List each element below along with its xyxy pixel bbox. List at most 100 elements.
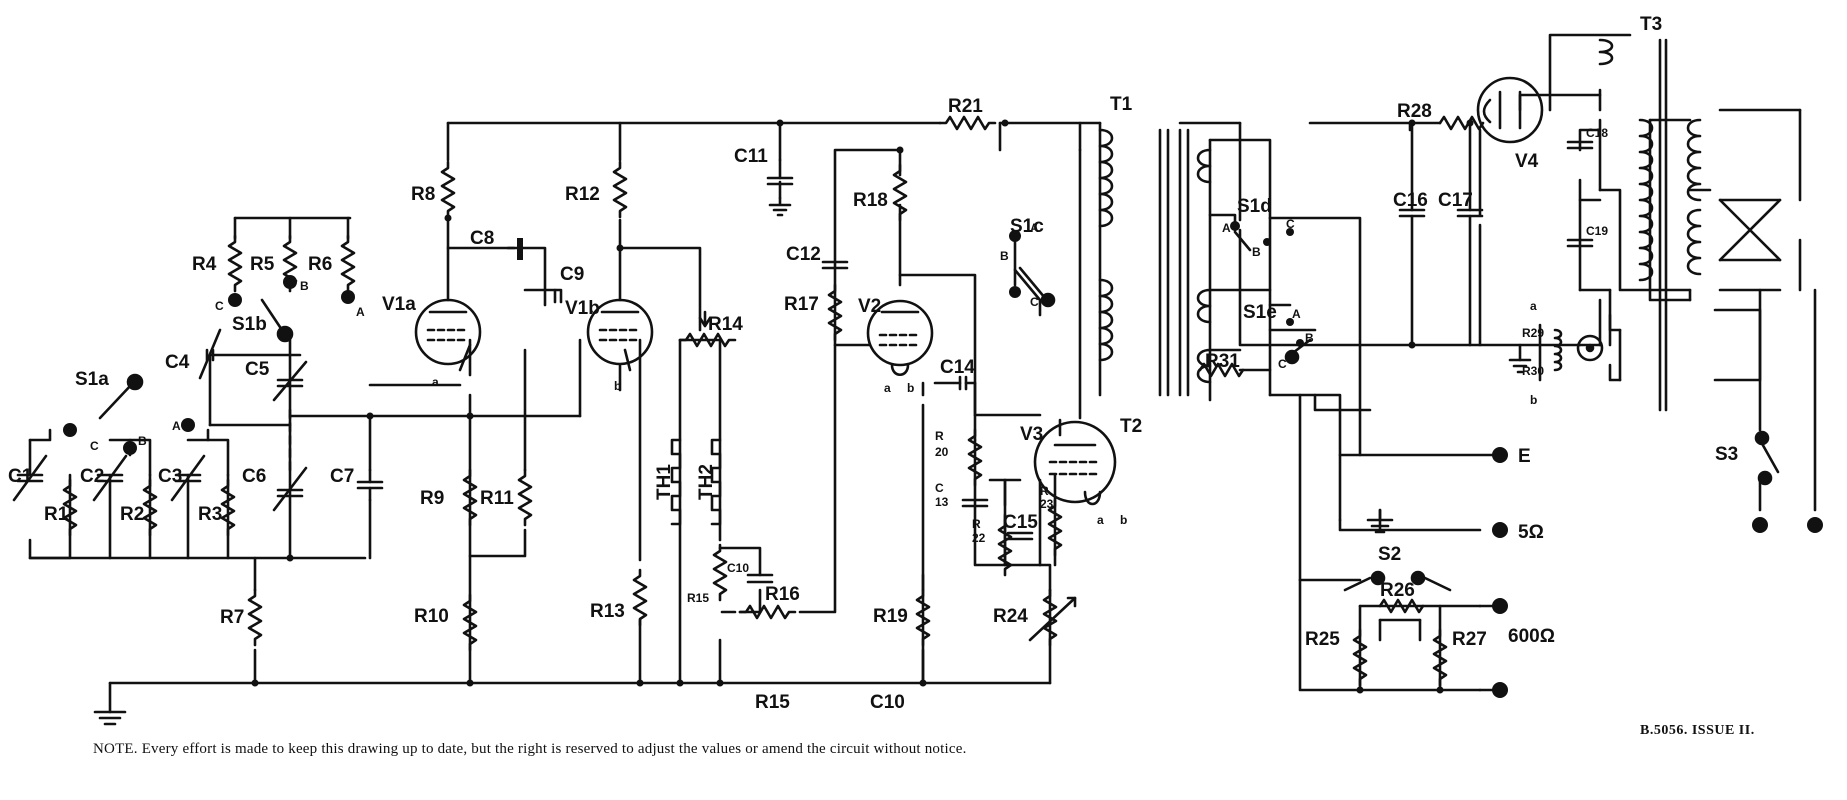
output-terminals	[1492, 447, 1823, 698]
drawing-reference: B.5056. ISSUE II.	[1640, 723, 1755, 738]
pin-A-s1c: A	[1030, 221, 1039, 235]
R12-resistor	[612, 160, 628, 219]
R8-resistor	[440, 160, 456, 219]
R15-resistor	[712, 543, 728, 602]
terminal-labels: E 5Ω 600Ω R15 C10	[755, 446, 1555, 713]
R4-resistor	[227, 234, 243, 293]
label-R17: R17	[784, 294, 819, 315]
pin-a-r29: a	[1530, 299, 1537, 313]
pin-b-r30: b	[1530, 393, 1537, 407]
terminal-600-ohm-label: 600Ω	[1508, 626, 1555, 647]
label-C13-a: C	[935, 481, 944, 495]
label-R23-a: R	[1040, 484, 1049, 498]
pin-a-v2: a	[884, 381, 891, 395]
pin-C-s1b: C	[215, 299, 224, 313]
label-TH1: TH1	[654, 464, 675, 500]
capacitors	[12, 121, 1594, 584]
bottom-label-R15: R15	[755, 692, 790, 713]
R11-resistor	[517, 468, 533, 527]
label-T1: T1	[1110, 94, 1133, 115]
label-R8: R8	[411, 184, 435, 205]
label-TH2: TH2	[696, 464, 717, 500]
disclaimer-note: NOTE. Every effort is made to keep this …	[93, 741, 967, 757]
label-R1: R1	[44, 504, 69, 525]
label-R20-b: 20	[935, 445, 949, 459]
label-R23-b: 23	[1040, 497, 1054, 511]
label-R4: R4	[192, 254, 217, 275]
label-R24: R24	[993, 606, 1028, 627]
R16-resistor	[738, 604, 797, 620]
switches	[98, 230, 1780, 592]
label-S2: S2	[1378, 544, 1401, 565]
label-S1b: S1b	[232, 314, 267, 335]
thermistors	[670, 438, 722, 526]
label-S1d: S1d	[1237, 196, 1272, 217]
label-C8: C8	[470, 228, 494, 249]
label-C13-b: 13	[935, 495, 949, 509]
label-R14: R14	[708, 314, 743, 335]
label-R19: R19	[873, 606, 908, 627]
contact-dots	[63, 119, 1474, 694]
R7-resistor	[247, 588, 263, 647]
label-R7: R7	[220, 607, 244, 628]
pin-C-s1d: C	[1286, 217, 1295, 231]
label-R9: R9	[420, 488, 444, 509]
bottom-label-C10: C10	[870, 692, 905, 713]
label-R25: R25	[1305, 629, 1340, 650]
pin-A-s1a: A	[172, 419, 181, 433]
component-labels: C1 R1 C2 R2 C3 R3 S1a C4 C5 C6 C7 S1b R4…	[8, 14, 1738, 650]
label-R29: R29	[1522, 326, 1544, 340]
pin-labels: C B A C B A a b a b a b A B C A B C A B …	[90, 217, 1537, 527]
pin-b-v1b: b	[614, 379, 621, 393]
pin-A-s1d: A	[1222, 221, 1231, 235]
pin-A-s1e: A	[1292, 307, 1301, 321]
label-S1c: S1c	[1010, 216, 1044, 237]
pin-B-s1e: B	[1305, 331, 1314, 345]
label-R28: R28	[1397, 101, 1432, 122]
label-R10: R10	[414, 606, 449, 627]
resistors	[62, 115, 1485, 687]
R26-resistor	[1378, 598, 1425, 614]
label-R31: R31	[1205, 351, 1240, 372]
pin-C-s1e: C	[1278, 357, 1287, 371]
label-C19: C19	[1586, 224, 1608, 238]
label-R27: R27	[1452, 629, 1487, 650]
pin-A-s1b: A	[356, 305, 365, 319]
ground-symbols	[93, 358, 1532, 726]
R14-resistor	[678, 332, 737, 348]
label-R30: R30	[1522, 364, 1544, 378]
label-C10-small: C10	[727, 561, 749, 575]
label-V2: V2	[858, 296, 881, 317]
pin-a-v1a: a	[432, 375, 439, 389]
R21-resistor	[938, 115, 997, 131]
label-S1e: S1e	[1243, 302, 1277, 323]
label-R21: R21	[948, 96, 983, 117]
transformers	[1098, 38, 1782, 412]
label-V3: V3	[1020, 424, 1043, 445]
label-R16: R16	[765, 584, 800, 605]
label-C14: C14	[940, 357, 975, 378]
label-R11: R11	[480, 488, 514, 509]
label-T3: T3	[1640, 14, 1662, 35]
label-C17: C17	[1438, 190, 1473, 211]
label-C9: C9	[560, 264, 584, 285]
label-R20-a: R	[935, 429, 944, 443]
pin-B-s1d: B	[1252, 245, 1261, 259]
label-R22-b: 22	[972, 531, 986, 545]
label-C2: C2	[80, 466, 104, 487]
label-R12: R12	[565, 184, 600, 205]
label-R26: R26	[1380, 580, 1415, 601]
pin-a-v3: a	[1097, 513, 1104, 527]
pin-C-s1a: C	[90, 439, 99, 453]
pin-b-v2: b	[907, 381, 914, 395]
label-C3: C3	[158, 466, 182, 487]
valves	[414, 76, 1544, 506]
pin-B-s1b: B	[300, 279, 309, 293]
label-C11: C11	[734, 146, 768, 167]
label-V1b: V1b	[565, 298, 600, 319]
pin-B-s1c: B	[1000, 249, 1009, 263]
label-S3: S3	[1715, 444, 1738, 465]
label-R18: R18	[853, 190, 888, 211]
label-R5: R5	[250, 254, 275, 275]
